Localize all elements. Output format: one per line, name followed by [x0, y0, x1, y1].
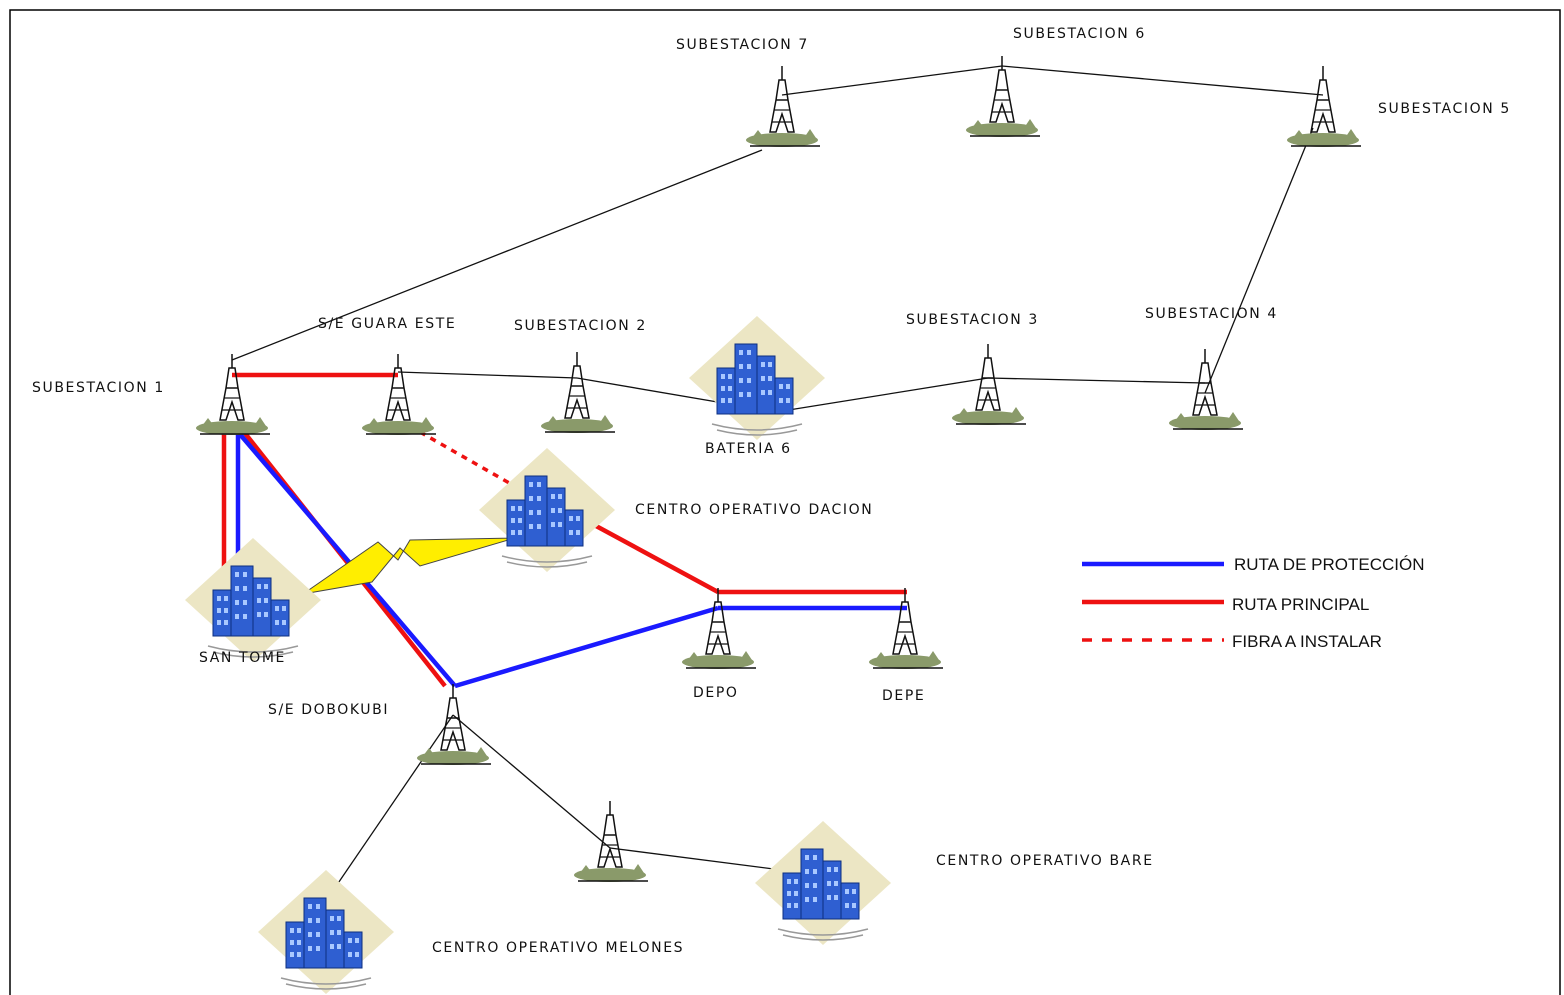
- link-se7-se6: [781, 65, 1003, 96]
- label-se-dobokubi: S/E DOBOKUBI: [268, 702, 389, 718]
- label-depo: DEPO: [693, 685, 739, 701]
- label-subestacion-4: SUBESTACION 4: [1145, 306, 1278, 322]
- link-se3-se4: [987, 377, 1206, 384]
- label-subestacion-5: SUBESTACION 5: [1378, 101, 1511, 117]
- label-san-tome: SAN TOME: [199, 650, 286, 666]
- label-subestacion-2: SUBESTACION 2: [514, 318, 647, 334]
- label-centro-melones: CENTRO OPERATIVO MELONES: [432, 940, 684, 956]
- links: [231, 65, 1324, 896]
- proteccion-route: [235, 430, 907, 689]
- label-subestacion-3: SUBESTACION 3: [906, 312, 1039, 328]
- proteccion-dobokubi-depo: [454, 605, 719, 689]
- link-se2-bateria: [576, 377, 736, 406]
- label-depe: DEPE: [882, 688, 925, 704]
- legend-fibra-label: FIBRA A INSTALAR: [1232, 632, 1382, 651]
- link-dobokubi-tower: [452, 714, 611, 849]
- label-se-guara-este: S/E GUARA ESTE: [318, 316, 456, 332]
- principal-dacion-depo: [583, 518, 720, 594]
- link-guara-se2: [397, 371, 578, 379]
- label-centro-dacion: CENTRO OPERATIVO DACION: [635, 502, 873, 518]
- link-se5-se4: [1204, 127, 1314, 394]
- legend-principal-label: RUTA PRINCIPAL: [1232, 595, 1369, 614]
- label-subestacion-6: SUBESTACION 6: [1013, 26, 1146, 42]
- link-bateria-se3: [769, 377, 989, 414]
- label-bateria-6: BATERIA 6: [705, 441, 792, 457]
- label-centro-bare: CENTRO OPERATIVO BARE: [936, 853, 1154, 869]
- diagram-frame: [9, 9, 1561, 995]
- label-subestacion-7: SUBESTACION 7: [676, 37, 809, 53]
- link-se7-se1: [231, 149, 763, 361]
- legend: RUTA DE PROTECCIÓN RUTA PRINCIPAL FIBRA …: [1082, 555, 1424, 651]
- label-subestacion-1: SUBESTACION 1: [32, 380, 165, 396]
- link-se6-se5: [1001, 65, 1324, 96]
- link-dobokubi-melones: [329, 714, 454, 896]
- legend-proteccion-label: RUTA DE PROTECCIÓN: [1234, 555, 1424, 574]
- proteccion-se1-dobokubi: [236, 430, 457, 688]
